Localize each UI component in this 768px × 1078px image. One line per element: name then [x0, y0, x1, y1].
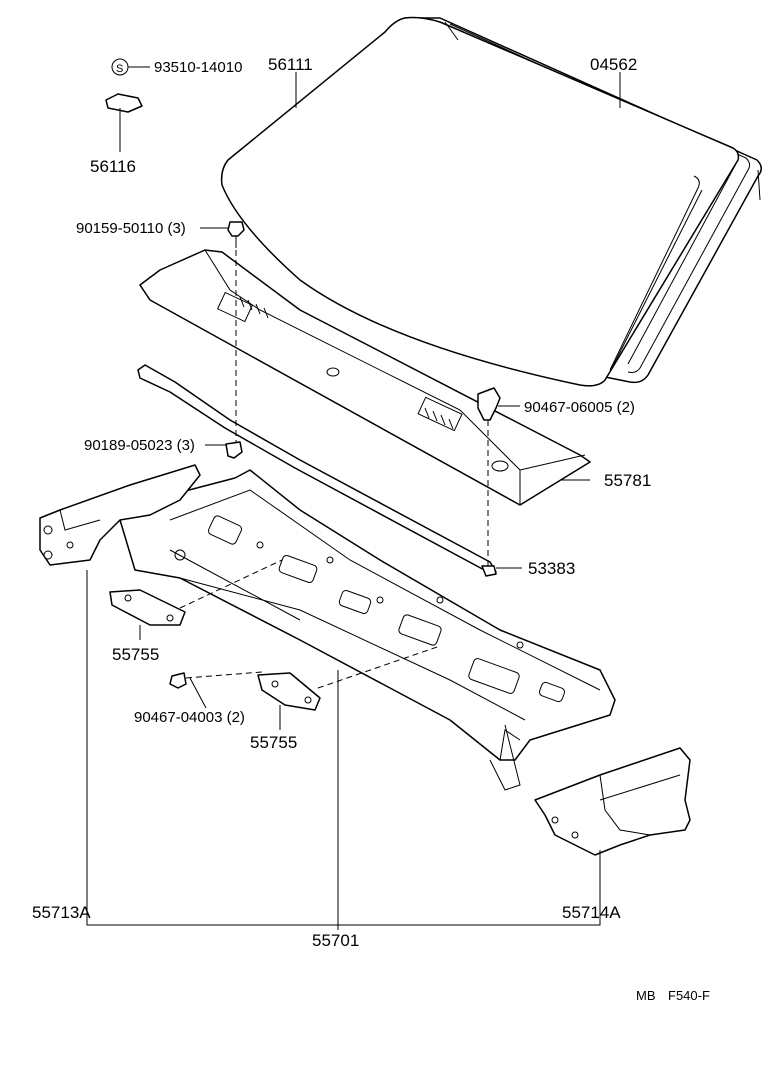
label-90159-50110: 90159-50110 (3) [76, 220, 186, 237]
clip-90467-06005 [477, 387, 501, 421]
louver-vents-right [417, 396, 463, 432]
label-53383: 53383 [528, 559, 575, 578]
bracket-55755-lower [257, 672, 321, 711]
label-04562: 04562 [590, 55, 637, 74]
cowl-side-panel-right [534, 747, 691, 856]
cowl-holes [174, 515, 566, 703]
label-90189-05023: 90189-05023 (3) [84, 437, 195, 454]
clip-90189-05023 [225, 441, 243, 459]
windshield-molding [444, 21, 761, 201]
leader-lines [86, 66, 621, 930]
s-symbol: S [116, 63, 123, 75]
bolt-90159-50110 [227, 221, 245, 248]
label-55755-lower: 55755 [250, 733, 297, 752]
label-55755-upper: 55755 [112, 645, 159, 664]
cowl-louver [139, 249, 591, 506]
clip-93510-14010 [105, 58, 143, 113]
label-93510-14010: 93510-14010 [154, 59, 242, 76]
windshield-glass [220, 16, 762, 387]
label-55713A: 55713A [32, 903, 91, 922]
label-55781: 55781 [604, 471, 651, 490]
label-90467-04003: 90467-04003 (2) [134, 709, 245, 726]
cowl-side-panel-left [39, 464, 201, 566]
cowl-panel [119, 469, 616, 791]
bracket-55755-upper [109, 589, 186, 626]
footer-code: F540-F [668, 988, 710, 1003]
label-56111: 56111 [268, 55, 313, 74]
label-90467-06005: 90467-06005 (2) [524, 399, 635, 416]
clip-53383 [481, 565, 497, 577]
footer-code-prefix: MB [636, 988, 656, 1003]
label-55701: 55701 [312, 931, 359, 950]
louver-vents-left [216, 291, 269, 323]
clip-90467-04003 [169, 672, 187, 689]
label-56116: 56116 [90, 157, 136, 176]
label-55714A: 55714A [562, 903, 621, 922]
